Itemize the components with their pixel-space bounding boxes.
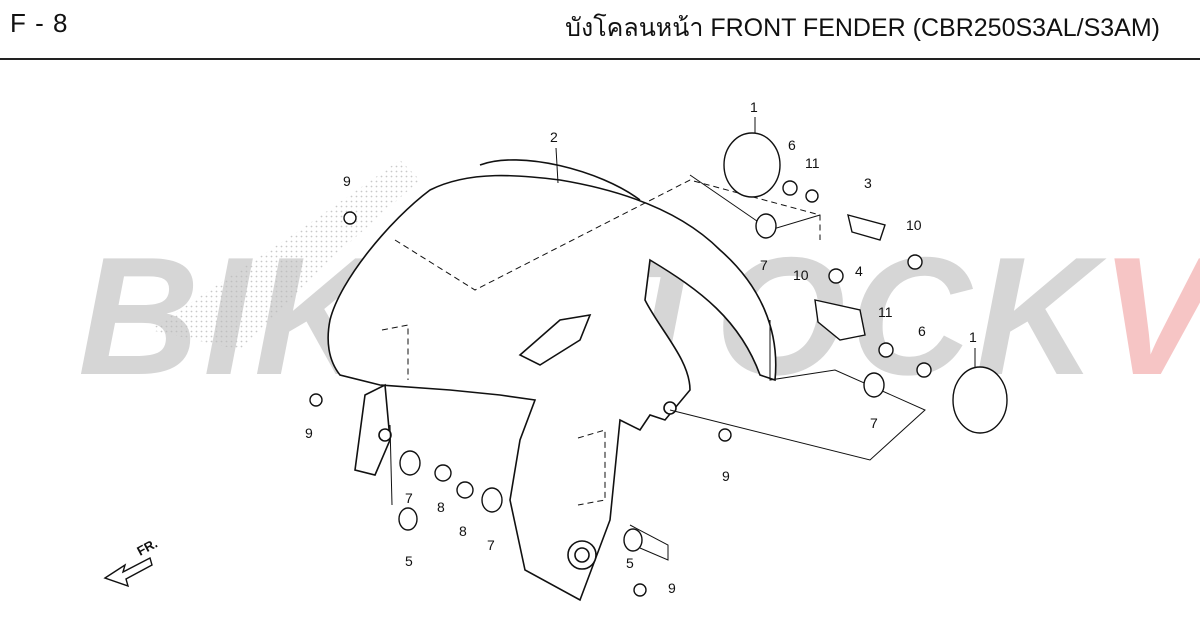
callout-5-left: 5: [405, 553, 413, 569]
callout-9-bottom: 9: [668, 580, 676, 596]
direction-label: FR.: [134, 536, 160, 559]
collar-8-a: [434, 464, 452, 482]
callout-7-top: 7: [760, 257, 768, 273]
nut-6-top: [782, 180, 798, 196]
reflector-bottom: [952, 366, 1008, 434]
callout-8-b: 8: [459, 523, 467, 539]
callout-7-left: 7: [405, 490, 413, 506]
shading-area: [150, 160, 420, 350]
page-code: F - 8: [10, 8, 69, 38]
callout-5-right: 5: [626, 555, 634, 571]
collar-8-b: [456, 481, 474, 499]
watermark-text-accent: VN: [1100, 222, 1200, 410]
nut-6-bottom: [916, 362, 932, 378]
nut-10-mid: [828, 268, 844, 284]
front-fender-part: [327, 159, 777, 602]
callout-4: 4: [855, 263, 863, 279]
reflector-top: [723, 132, 781, 198]
grommet-7-right: [863, 372, 885, 398]
hardware-parts: [309, 132, 1008, 597]
header: F - 8 บังโคลนหน้า FRONT FENDER (CBR250S3…: [0, 0, 1200, 60]
bracket-4: [814, 299, 866, 341]
callout-1-top: 1: [750, 99, 758, 115]
bolt-9-top: [343, 211, 357, 225]
collar-5-right: [623, 528, 643, 552]
callout-8-a: 8: [437, 499, 445, 515]
callout-1-bottom: 1: [969, 329, 977, 345]
bolt-9-mid: [718, 428, 732, 442]
callout-3: 3: [864, 175, 872, 191]
callout-11-mid: 11: [878, 304, 893, 320]
grommet-7-center: [481, 487, 503, 513]
callout-10-mid: 10: [793, 267, 809, 283]
callout-10-right: 10: [906, 217, 922, 233]
callout-numbers: 1 2 6 11 3 10 7 10 4 11 6 1 7 9 9 9 7 8 …: [305, 99, 977, 596]
bolt-9-left: [309, 393, 323, 407]
washer-11-mid: [878, 342, 894, 358]
callout-7-right: 7: [870, 415, 878, 431]
collar-5-left: [398, 507, 418, 531]
callout-9-left: 9: [305, 425, 313, 441]
callout-6-top: 6: [788, 137, 796, 153]
washer-11-top: [805, 189, 819, 203]
callout-9-mid: 9: [722, 468, 730, 484]
callout-11-top: 11: [805, 155, 820, 171]
callout-2: 2: [550, 129, 558, 145]
bracket-3: [847, 214, 886, 241]
grommet-7-left: [399, 450, 421, 476]
callout-7-center: 7: [487, 537, 495, 553]
bolt-9-bottom: [633, 583, 647, 597]
callout-9-top: 9: [343, 173, 351, 189]
nut-10-right: [907, 254, 923, 270]
front-direction-arrow: FR.: [103, 536, 160, 588]
page-title: บังโคลนหน้า FRONT FENDER (CBR250S3AL/S3A…: [565, 14, 1160, 42]
callout-6-bottom: 6: [918, 323, 926, 339]
grommet-7-top: [755, 213, 777, 239]
header-divider: [0, 58, 1200, 60]
